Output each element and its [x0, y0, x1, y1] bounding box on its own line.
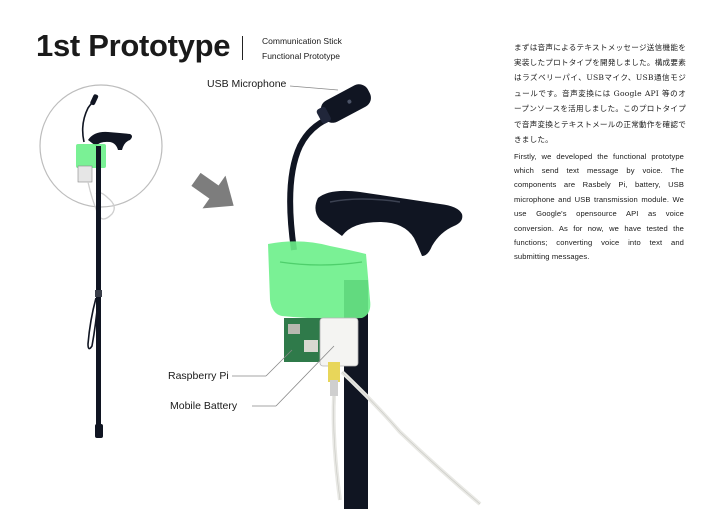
- arrow-icon: [191, 172, 234, 209]
- power-cable-outline: [341, 371, 481, 505]
- mic-gooseneck: [287, 115, 332, 251]
- callout-leaders: [232, 85, 339, 407]
- title-divider: [242, 36, 243, 60]
- page-title: 1st Prototype: [36, 28, 231, 63]
- subtitle-line-1: Communication Stick: [262, 36, 342, 46]
- subtitle: Communication Stick Functional Prototype: [262, 34, 342, 64]
- usb-plug: [328, 362, 340, 382]
- small-cable: [87, 181, 115, 220]
- small-cane-tip: [95, 424, 103, 438]
- small-electronics: [77, 165, 93, 183]
- small-green-tape: [76, 144, 106, 168]
- usb-cable-outline: [333, 395, 341, 501]
- subtitle-line-2: Functional Prototype: [262, 51, 340, 61]
- leader-usb-microphone: [289, 85, 339, 91]
- closeup-illustration: [268, 84, 482, 509]
- small-cane-joint: [95, 290, 102, 297]
- small-mic-head: [90, 94, 99, 106]
- small-cane-shaft: [96, 146, 101, 426]
- callout-raspberry-pi: Raspberry Pi: [168, 370, 229, 382]
- green-tape: [268, 241, 371, 319]
- tape-crease: [279, 261, 363, 266]
- mic-head: [316, 84, 371, 124]
- handle-highlight: [329, 198, 401, 203]
- callout-usb-microphone: USB Microphone: [207, 78, 287, 90]
- full-cane-illustration: [39, 84, 163, 438]
- battery-case: [319, 317, 359, 367]
- leader-mobile-battery-2: [275, 345, 335, 407]
- description-japanese: まずは音声によるテキストメッセージ送信機能を実装したプロトタイプを開発しました。…: [514, 42, 686, 145]
- callout-mobile-battery: Mobile Battery: [170, 400, 238, 412]
- cane-handle: [315, 190, 463, 256]
- wrist-strap: [87, 297, 99, 350]
- leader-raspberry-pi-2: [265, 349, 293, 377]
- description-english: Firstly, we developed the functional pro…: [514, 151, 684, 262]
- small-cane-handle: [88, 131, 132, 150]
